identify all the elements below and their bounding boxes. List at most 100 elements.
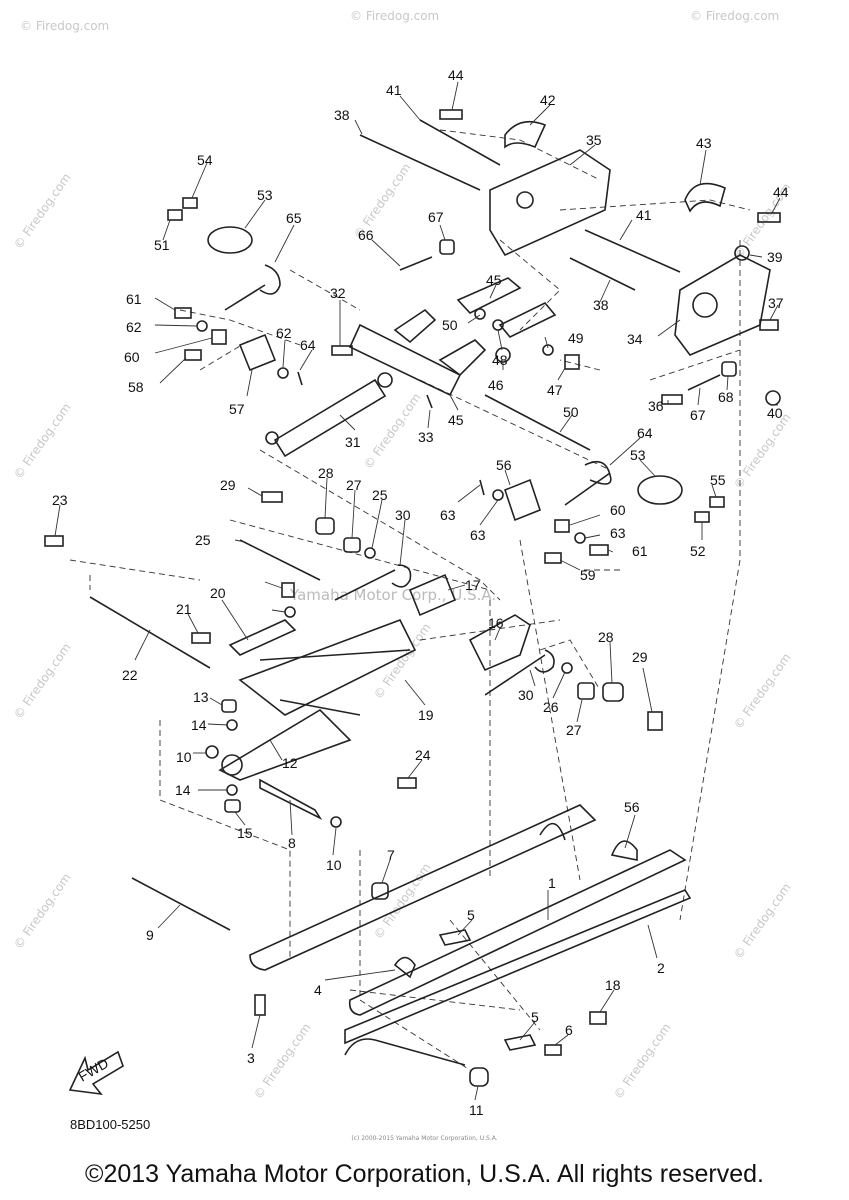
parts-layer — [44, 109, 781, 1087]
bolt-51 — [474, 308, 486, 320]
pin-64-right — [479, 479, 485, 496]
callout-label: 35 — [586, 132, 602, 148]
callout-label: 56 — [496, 457, 512, 473]
shaft-24 — [89, 596, 211, 669]
fwd-arrow-icon — [68, 1050, 124, 1096]
callout-label: 53 — [257, 187, 273, 203]
pin-64 — [297, 371, 303, 386]
callout-label: 21 — [176, 601, 192, 617]
callout-label: 67 — [690, 407, 706, 423]
plate-37 — [489, 149, 611, 257]
collar-15 — [224, 799, 241, 813]
watermark-text: © Firedog.com — [690, 9, 779, 23]
collar-13 — [221, 699, 237, 713]
washer-50b — [542, 344, 554, 356]
bolt-53 — [167, 209, 183, 221]
bolt-18 — [589, 1011, 607, 1025]
callout-label: 40 — [767, 405, 783, 421]
nut-41-lower — [765, 390, 781, 406]
watermark-text: © Firedog.com — [371, 621, 434, 702]
callout-label: 64 — [637, 425, 653, 441]
bolt-60 — [184, 349, 202, 361]
callout-label: 3 — [247, 1050, 255, 1066]
callout-label: 41 — [386, 82, 402, 98]
bracket-5 — [438, 929, 472, 946]
callout-label: 27 — [346, 477, 362, 493]
callout-label: 17 — [465, 577, 481, 593]
leader-lines — [54, 81, 781, 1101]
callout-label: 44 — [448, 67, 464, 83]
bolt-9 — [131, 877, 231, 931]
callout-label: 11 — [469, 1102, 484, 1118]
callout-label: 51 — [154, 237, 170, 253]
rail-1 — [348, 849, 687, 1016]
callout-label: 10 — [176, 749, 192, 765]
block-17 — [408, 573, 457, 617]
bolt-34 — [331, 345, 353, 356]
callout-label: 55 — [710, 472, 726, 488]
callout-label: 50 — [442, 317, 458, 333]
callout-label: 61 — [632, 543, 648, 559]
parts-diagram: © Firedog.com © Firedog.com © Firedog.co… — [11, 9, 794, 1118]
bolt-38-lower — [661, 394, 683, 405]
callout-layer: 1 2 3 4 5 5 6 7 8 9 10 10 11 12 13 14 14… — [52, 67, 789, 1118]
bushing-28 — [343, 537, 361, 553]
callout-label: 14 — [191, 717, 207, 733]
copyright-small: (c) 2000-2015 Yamaha Motor Corporation, … — [351, 1135, 498, 1142]
plate-54 — [637, 475, 683, 505]
callout-label: 63 — [440, 507, 456, 523]
callout-label: 5 — [467, 907, 475, 923]
collar-68-lower — [721, 361, 737, 377]
shock-33 — [273, 378, 387, 458]
callout-label: 62 — [126, 319, 142, 335]
bolt-38 — [759, 319, 779, 331]
collar-7 — [371, 882, 389, 900]
callout-label: 65 — [286, 210, 302, 226]
callout-label: 30 — [395, 507, 411, 523]
plate-36 — [674, 254, 771, 356]
callout-label: 4 — [314, 982, 322, 998]
forward-direction-arrow: FWD — [68, 1050, 124, 1096]
arm-20 — [228, 619, 297, 656]
shaft-26 — [239, 539, 321, 581]
bolt-21 — [191, 632, 211, 644]
cap-57 — [610, 840, 638, 861]
bolt-25 — [44, 535, 64, 547]
block-58 — [504, 478, 541, 522]
callout-label: 7 — [387, 847, 395, 863]
watermark-text: © Firedog.com — [350, 9, 439, 23]
callout-label: 38 — [593, 297, 609, 313]
callout-label: 56 — [624, 799, 640, 815]
watermark-text: © Firedog.com — [731, 651, 794, 732]
callout-label: 13 — [193, 689, 209, 705]
watermark-text: © Firedog.com — [11, 171, 74, 252]
callout-label: 45 — [486, 272, 502, 288]
callout-label: 25 — [372, 487, 388, 503]
callout-label: 33 — [418, 429, 434, 445]
bolt-53-right — [694, 511, 710, 523]
callout-label: 12 — [282, 755, 298, 771]
washer-23 — [284, 606, 296, 618]
bolt-49 — [564, 354, 580, 370]
callout-label: 9 — [146, 927, 154, 943]
callout-label: 10 — [326, 857, 342, 873]
callout-label: 6 — [565, 1022, 573, 1038]
callout-label: 31 — [345, 434, 361, 450]
bolt-40 — [359, 134, 481, 191]
callout-label: 67 — [428, 209, 444, 225]
bolt-60-right — [544, 552, 562, 564]
callout-label: 27 — [566, 722, 582, 738]
callout-label: 49 — [568, 330, 584, 346]
callout-label: 28 — [598, 629, 614, 645]
link-47 — [456, 277, 522, 314]
callout-label: 30 — [518, 687, 534, 703]
spring-65 — [564, 460, 612, 506]
washer-10 — [205, 745, 219, 759]
bushing-29 — [315, 517, 335, 535]
callout-label: 28 — [318, 465, 334, 481]
callout-label: 36 — [648, 398, 664, 414]
guide-lines — [69, 129, 751, 1071]
bolt-67-lower — [687, 374, 721, 391]
callout-label: 52 — [690, 543, 706, 559]
callout-label: 20 — [210, 585, 226, 601]
